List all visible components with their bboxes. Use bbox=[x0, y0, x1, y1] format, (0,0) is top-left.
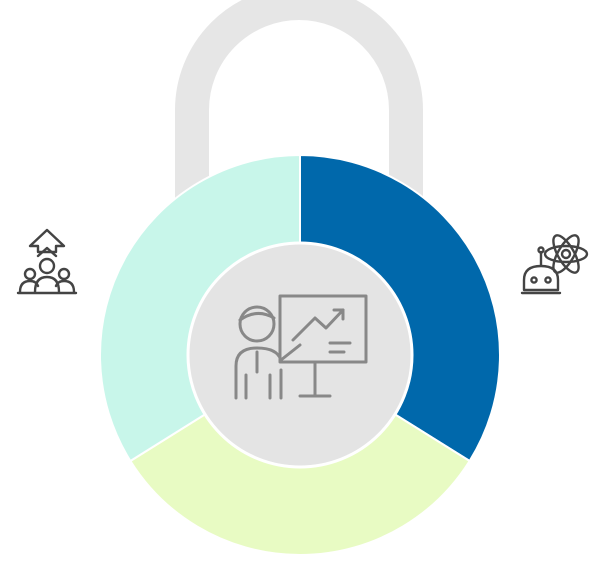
lock-shackle bbox=[175, 0, 423, 215]
robot-atom-icon bbox=[520, 234, 589, 295]
center-disc-rim bbox=[186, 241, 414, 469]
center-disc bbox=[188, 243, 412, 467]
lock-ring bbox=[99, 153, 501, 556]
team-growth-icon bbox=[16, 228, 78, 295]
presenter-board-icon bbox=[234, 294, 368, 400]
